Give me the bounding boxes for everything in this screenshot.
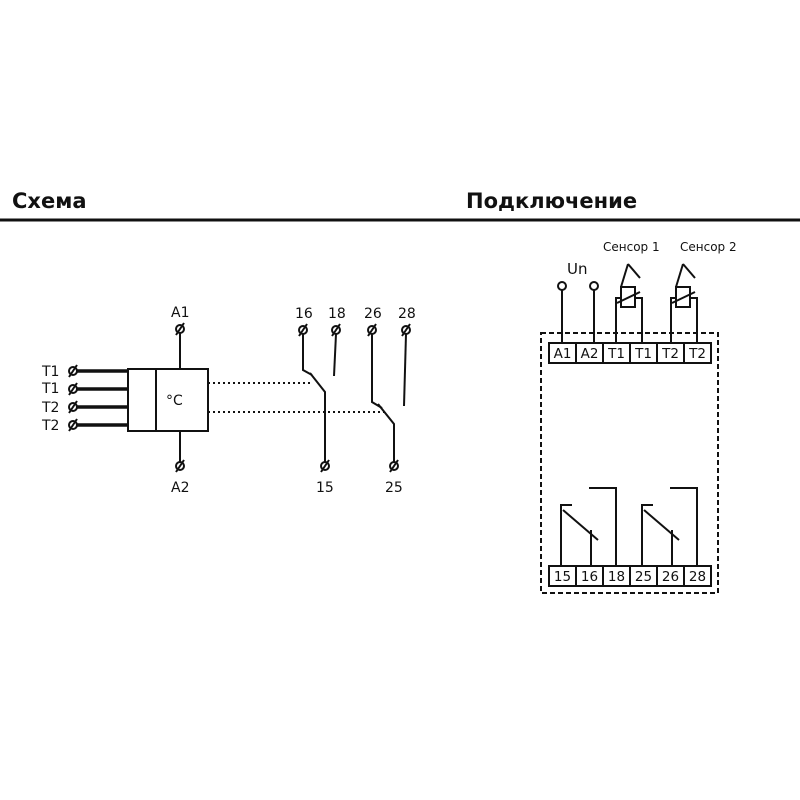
device-enclosure [540,332,719,594]
supply-terminal-icon [589,281,599,291]
input-terminals [68,364,78,432]
top-terminal-strip: A1 A2 T1 T1 T2 T2 [548,342,712,364]
relay1-nc-contact [333,333,337,377]
relay1-switch-arm [309,372,326,462]
terminal-label-16: 16 [581,569,598,585]
input-module-box [127,368,157,432]
input-label-t2-b: T2 [41,418,59,434]
thermostat-unit: °C [166,393,183,409]
terminal-slash [320,459,330,473]
terminal-label-26: 26 [662,569,679,585]
relay1-no-contact [302,334,313,376]
terminal-slash [68,382,78,396]
terminal-label-t2-b: T2 [688,346,706,362]
connection-heading: Подключение [466,189,637,213]
supply-a2-label: A2 [171,480,189,496]
sensor2-label: Сенсор 2 [680,240,737,254]
connection-diagram: Сенсор 1 Сенсор 2 Un A1 A2 T1 T1 T2 T2 [540,240,737,594]
supply-terminal-icon [557,281,567,291]
terminal-label-t1-b: T1 [634,346,652,362]
terminal-label-15: 15 [554,569,571,585]
sensor1-label: Сенсор 1 [603,240,660,254]
terminal-label-25: 25 [635,569,652,585]
schema-diagram: T1 T1 T2 T2 °C A1 A2 [41,305,416,496]
terminal-label-a2: A2 [581,346,599,362]
relay2-common-label: 25 [385,480,403,496]
terminal-label-t1-a: T1 [607,346,625,362]
relay1-nc-label: 18 [328,306,346,322]
terminal-slash [389,459,399,473]
relay2-no-label: 26 [364,306,382,322]
sensor1-thermistor-icon [615,263,643,343]
relay2-nc-label: 28 [398,306,416,322]
relay2-switch-arm [377,403,395,462]
terminal-slash [175,459,185,473]
schema-heading: Схема [12,189,87,213]
terminal-icon [175,461,185,471]
supply-un-label: Un [567,260,588,278]
terminal-label-a1: A1 [554,346,572,362]
relay2-no-contact [371,334,383,409]
relay2-internal-contacts [641,487,698,566]
terminal-label-28: 28 [689,569,706,585]
terminal-slash [367,323,377,337]
relay2-contacts: 26 28 25 [364,306,416,496]
terminal-slash [331,323,341,337]
relay1-contacts: 16 18 15 [295,306,346,496]
terminal-icon [389,461,399,471]
relay1-internal-contacts [560,487,617,566]
terminal-cell [683,565,712,587]
terminal-label-18: 18 [608,569,625,585]
supply-a1-label: A1 [171,305,189,321]
terminal-icon [320,461,330,471]
relay2-nc-contact [403,333,407,407]
bottom-terminal-strip: 15 16 18 25 26 28 [548,565,712,587]
terminal-slash [68,400,78,414]
terminal-slash [401,323,411,337]
sensor2-thermistor-icon [670,263,698,343]
terminal-slash [298,323,308,337]
input-label-t1-b: T1 [41,381,59,397]
terminal-slash [68,364,78,378]
terminal-slash [175,322,185,336]
terminal-slash [68,418,78,432]
relay1-common-label: 15 [316,480,334,496]
input-label-t2-a: T2 [41,400,59,416]
input-label-t1-a: T1 [41,364,59,380]
thermostat-box [155,368,209,432]
relay1-no-label: 16 [295,306,313,322]
terminal-label-t2-a: T2 [661,346,679,362]
